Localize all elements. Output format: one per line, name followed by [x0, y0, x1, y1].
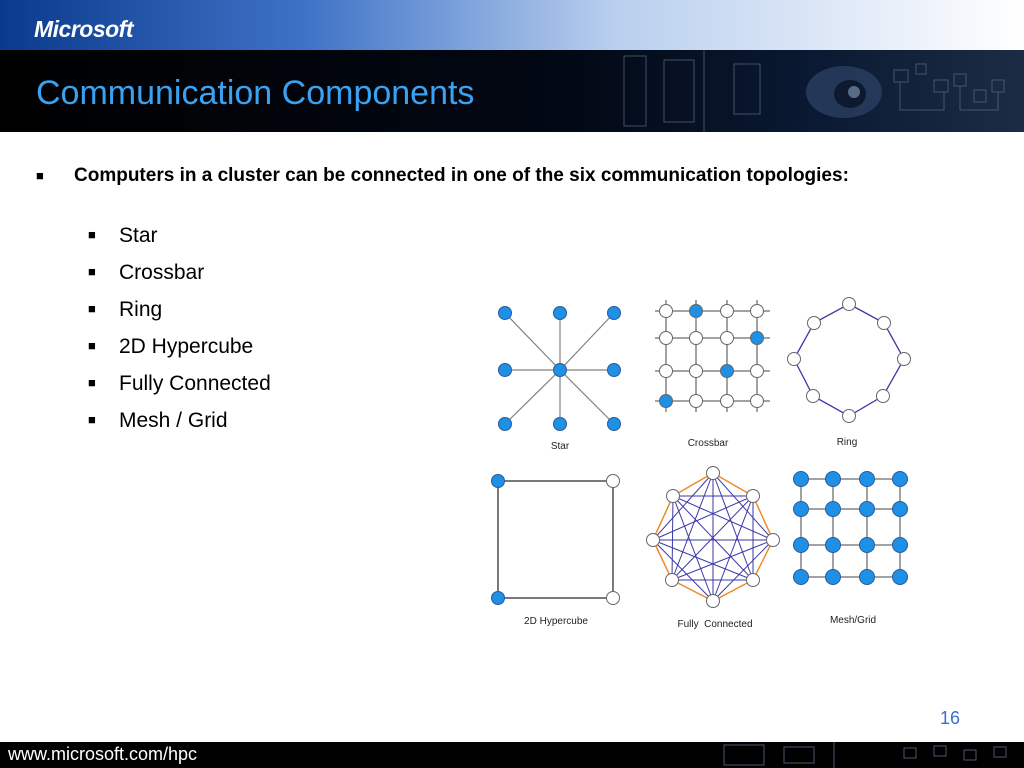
title-bar: Communication Components: [0, 50, 1024, 132]
square-bullet-icon: ■: [88, 264, 96, 279]
slide-title: Communication Components: [36, 74, 475, 112]
square-bullet-icon: ■: [88, 412, 96, 427]
footer-decoration-icon: [723, 742, 1007, 768]
circuit-decoration-icon: [623, 50, 1005, 132]
crossbar-label: Crossbar: [688, 438, 729, 449]
mesh-topology: Mesh/Grid: [793, 471, 908, 626]
star-topology: Star: [498, 306, 621, 452]
ring-label: Ring: [837, 437, 858, 448]
square-bullet-icon: ■: [88, 338, 96, 353]
square-bullet-icon: ■: [36, 168, 44, 183]
fully-connected-topology: Fully Connected: [646, 466, 780, 630]
mesh-label: Mesh/Grid: [830, 615, 876, 626]
crossbar-topology: Crossbar: [655, 300, 770, 449]
ring-topology: Ring: [787, 297, 911, 448]
microsoft-logo: Microsoft: [34, 16, 134, 42]
footer-url: www.microsoft.com/hpc: [8, 744, 198, 764]
main-bullet-text: Computers in a cluster can be connected …: [74, 165, 849, 186]
header-band: Microsoft: [0, 0, 1024, 50]
hypercube-topology: 2D Hypercube: [491, 474, 620, 627]
star-label: Star: [551, 441, 570, 452]
square-bullet-icon: ■: [88, 301, 96, 316]
topology-diagram: Star Crossbar Ring: [491, 297, 911, 630]
slide-content: ■ Computers in a cluster can be connecte…: [0, 132, 1024, 742]
square-bullet-icon: ■: [88, 227, 96, 242]
hypercube-label: 2D Hypercube: [524, 616, 588, 627]
footer-bar: www.microsoft.com/hpc: [0, 742, 1024, 768]
square-bullet-icon: ■: [88, 375, 96, 390]
page-number: 16: [940, 708, 961, 728]
fully-connected-label: Fully Connected: [677, 619, 752, 630]
